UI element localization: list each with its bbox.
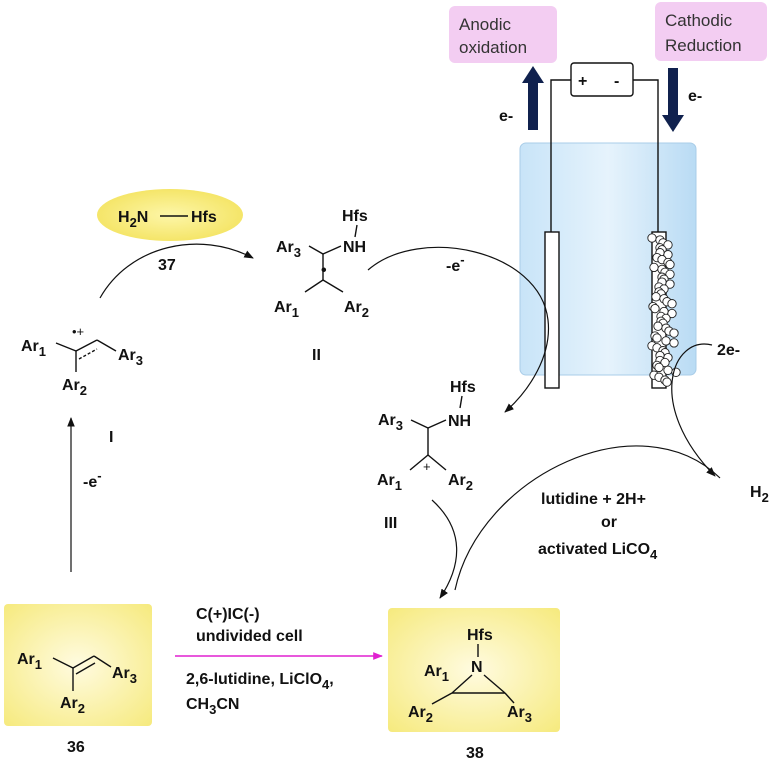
gas-bubble — [649, 262, 659, 273]
gas-bubble — [652, 333, 662, 343]
svg-text:activated LiCO4: activated LiCO4 — [538, 541, 658, 562]
gas-bubble — [662, 377, 672, 387]
gas-bubble — [667, 308, 677, 319]
svg-text:Hfs: Hfs — [467, 627, 493, 644]
svg-text:Ar2: Ar2 — [60, 695, 85, 716]
svg-text:undivided cell: undivided cell — [196, 628, 303, 645]
electrolysis-cell: + - e- e- Anodic oxidation Cathodic — [449, 2, 769, 505]
svg-text:Ar1: Ar1 — [377, 472, 402, 493]
intermediate-II: Hfs NH Ar3 • Ar1 Ar2 II — [274, 208, 369, 364]
power-minus: - — [614, 73, 619, 90]
reagent-highlight — [97, 189, 243, 241]
svg-text:C(+)IC(-): C(+)IC(-) — [196, 606, 260, 623]
anodic-oxidation-box: Anodic oxidation — [449, 6, 557, 63]
gas-bubble — [665, 269, 675, 279]
gas-bubble — [650, 303, 660, 314]
svg-text:Ar2: Ar2 — [344, 299, 369, 320]
svg-text:Reduction: Reduction — [665, 36, 742, 55]
gas-bubble — [651, 292, 661, 302]
proton-reduction-arrow — [454, 445, 721, 591]
label-36: 36 — [67, 739, 85, 756]
svg-text:H2N: H2N — [118, 209, 148, 230]
intermediate-III: Hfs NH Ar3 + Ar1 Ar2 III — [377, 379, 476, 532]
reaction-conditions: C(+)IC(-) undivided cell 2,6-lutidine, L… — [186, 606, 334, 717]
svg-text:Ar2: Ar2 — [408, 704, 433, 725]
hydrogen-label: H2 — [750, 484, 769, 505]
gas-bubble — [653, 321, 663, 331]
two-electron-label: 2e- — [717, 342, 740, 359]
svg-text:or: or — [601, 514, 617, 531]
gas-bubble — [665, 279, 675, 289]
svg-text:Cathodic: Cathodic — [665, 11, 733, 30]
cathode-bubbles — [647, 233, 681, 387]
product-box — [388, 608, 560, 732]
label-37: 37 — [158, 257, 176, 274]
svg-text:Hfs: Hfs — [450, 379, 476, 396]
gas-bubble — [647, 233, 657, 243]
gas-bubble — [663, 240, 673, 250]
intermediate-I: Ar1 •+ Ar3 Ar2 I — [21, 324, 143, 446]
svg-text:Ar3: Ar3 — [112, 665, 137, 686]
svg-text:NH: NH — [343, 239, 366, 256]
svg-text:Ar2: Ar2 — [448, 472, 473, 493]
electron-label-right: e- — [688, 88, 702, 105]
base-conditions: lutidine + 2H+ or activated LiCO4 — [538, 491, 658, 562]
cyclization-arrow — [431, 499, 458, 599]
reagent-37: H2N Hfs 37 — [97, 189, 243, 274]
svg-text:Anodic: Anodic — [459, 15, 511, 34]
svg-text:Ar3: Ar3 — [378, 412, 403, 433]
anodic-electron-arrow — [522, 66, 544, 130]
svg-text:Ar2: Ar2 — [62, 377, 87, 398]
gas-bubble — [654, 362, 664, 373]
cathodic-reduction-box: Cathodic Reduction — [655, 2, 767, 61]
electron-label-left: e- — [499, 108, 513, 125]
radical-cation: •+ — [72, 324, 84, 339]
svg-text:Ar3: Ar3 — [507, 704, 532, 725]
svg-text:oxidation: oxidation — [459, 38, 527, 57]
svg-text:Ar3: Ar3 — [276, 239, 301, 260]
product-38: Hfs N Ar1 Ar2 Ar3 38 — [388, 608, 560, 761]
svg-text:Ar3: Ar3 — [118, 347, 143, 368]
addition-arrow — [99, 243, 254, 299]
svg-text:N: N — [471, 659, 483, 676]
gas-bubble — [661, 336, 671, 346]
gas-bubble — [667, 299, 677, 309]
label-38: 38 — [466, 745, 484, 761]
oxidation-label-right: -e- — [446, 252, 465, 275]
cathode-wire — [633, 79, 659, 232]
gas-bubble — [669, 338, 679, 348]
svg-text:Ar1: Ar1 — [21, 338, 46, 359]
svg-text:Hfs: Hfs — [342, 208, 368, 225]
oxidation-label-left: -e- — [83, 468, 102, 491]
oxidation-arrow-II-III — [367, 246, 550, 413]
power-plus: + — [578, 73, 587, 90]
svg-text:Ar1: Ar1 — [424, 663, 449, 684]
anode-electrode — [544, 231, 560, 389]
svg-text:Ar1: Ar1 — [274, 299, 299, 320]
cathodic-electron-arrow — [662, 68, 684, 132]
gas-bubble — [665, 259, 675, 270]
substrate-36: Ar1 Ar3 Ar2 36 — [4, 604, 152, 756]
label-II: II — [312, 347, 321, 364]
gas-bubble — [663, 365, 673, 375]
svg-text:Ar1: Ar1 — [17, 651, 42, 672]
svg-text:Hfs: Hfs — [191, 209, 217, 226]
radical-dot: • — [321, 262, 327, 279]
carbocation-charge: + — [423, 459, 431, 474]
svg-text:lutidine + 2H+: lutidine + 2H+ — [541, 491, 646, 508]
gas-bubble — [669, 328, 679, 338]
anode-wire — [550, 79, 571, 232]
cathode-reduction-curve — [671, 343, 716, 477]
svg-text:NH: NH — [448, 413, 471, 430]
label-I: I — [109, 429, 113, 446]
label-III: III — [384, 515, 397, 532]
gas-bubble — [660, 357, 670, 368]
svg-text:2,6-lutidine, LiClO4,: 2,6-lutidine, LiClO4, — [186, 671, 334, 692]
svg-text:CH3CN: CH3CN — [186, 696, 239, 717]
